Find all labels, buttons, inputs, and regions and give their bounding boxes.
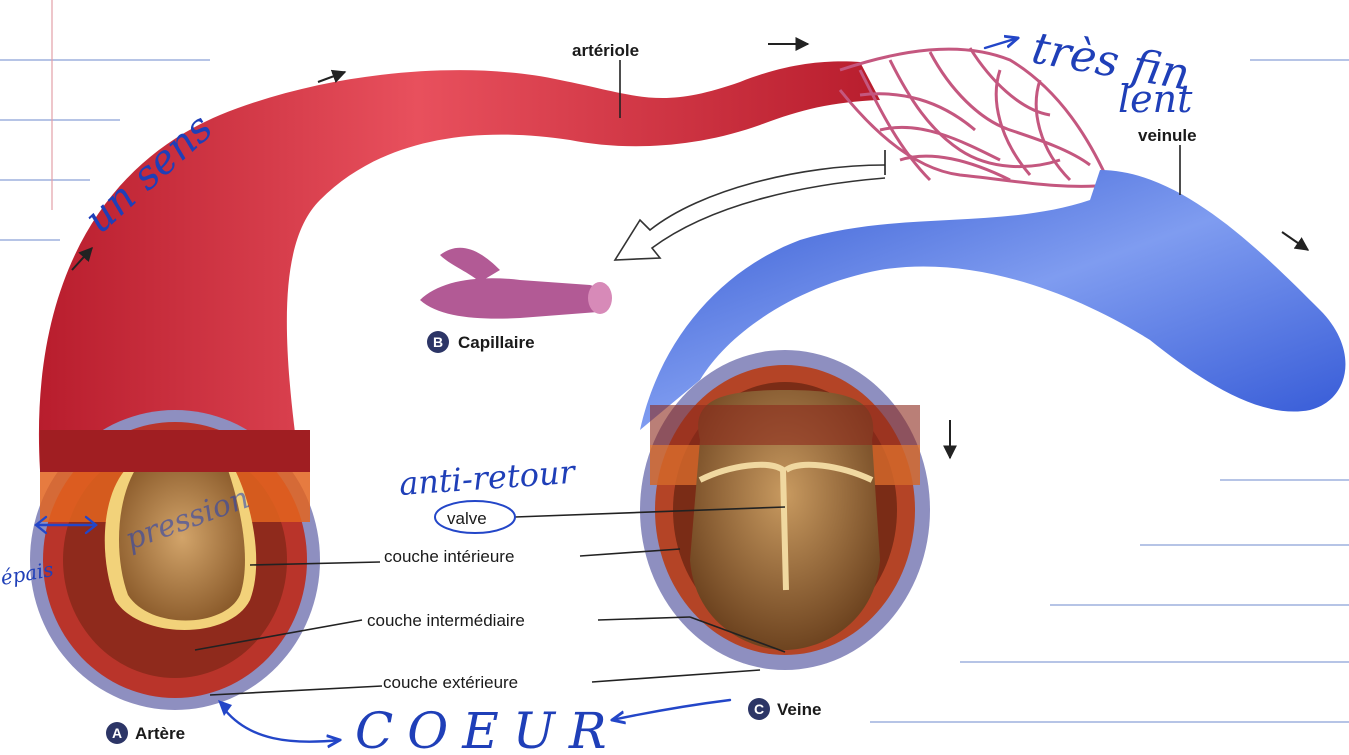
badge-b-capillaire: B Capillaire (427, 331, 535, 353)
svg-text:C: C (754, 701, 764, 717)
capillary-closeup (420, 248, 612, 319)
badge-c-veine: C Veine (748, 698, 821, 720)
hand-coeur: COEUR (355, 702, 621, 755)
artery-cross-section (30, 410, 320, 710)
label-arteriole: artériole (572, 41, 639, 60)
label-artere: Artère (135, 724, 185, 743)
label-couche-intermediaire: couche intermédiaire (367, 611, 525, 630)
label-capillaire: Capillaire (458, 333, 535, 352)
hand-anti-retour: anti-retour (398, 453, 578, 503)
label-couche-interieure: couche intérieure (384, 547, 514, 566)
hand-lent: lent (1118, 77, 1193, 121)
badge-a-artere: A Artère (106, 722, 185, 744)
svg-text:A: A (112, 725, 122, 741)
svg-text:B: B (433, 334, 443, 350)
label-valve: valve (447, 509, 487, 528)
label-couche-exterieure: couche extérieure (383, 673, 518, 692)
label-veinule: veinule (1138, 126, 1197, 145)
label-veine: Veine (777, 700, 821, 719)
